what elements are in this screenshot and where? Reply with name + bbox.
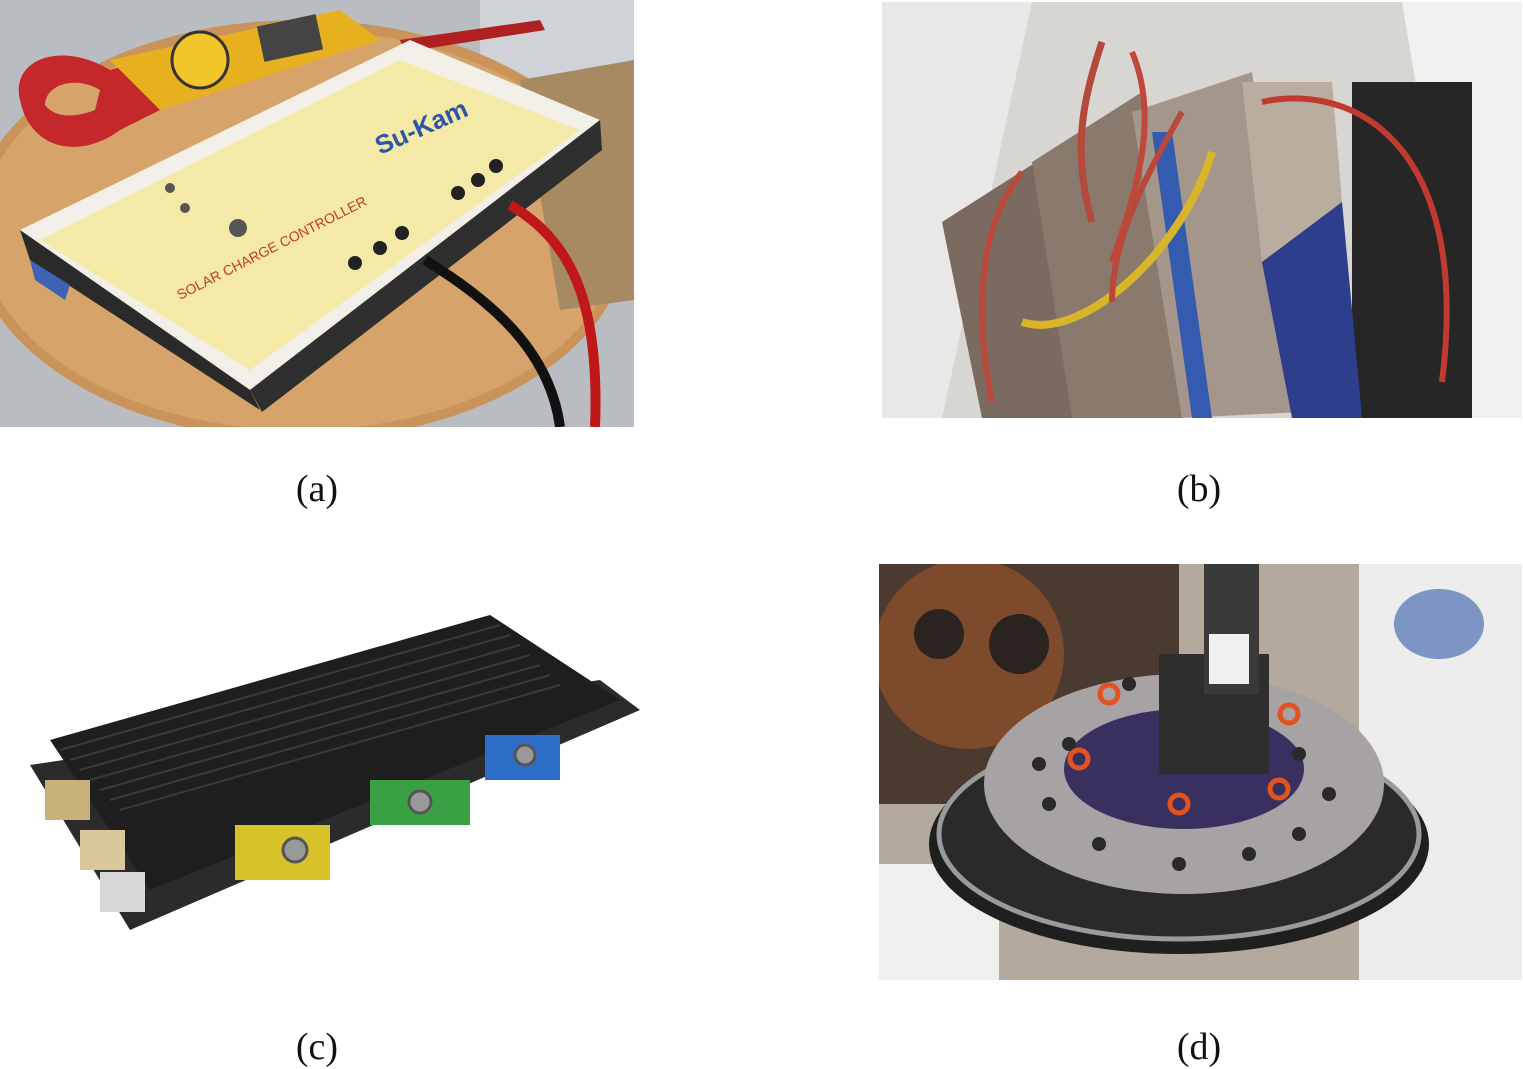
caption-c: (c) (295, 1026, 339, 1068)
caption-d: (d) (1176, 1026, 1222, 1068)
photo-motor-controller (0, 560, 640, 980)
caption-b: (b) (1176, 468, 1222, 510)
photo-solar-charge-controller: Su-Kam SOLAR CHARGE CONTROLLER (0, 0, 634, 427)
caption-a: (a) (295, 468, 339, 510)
photo-hub-motor (879, 564, 1522, 980)
photo-battery-bank (882, 2, 1522, 418)
